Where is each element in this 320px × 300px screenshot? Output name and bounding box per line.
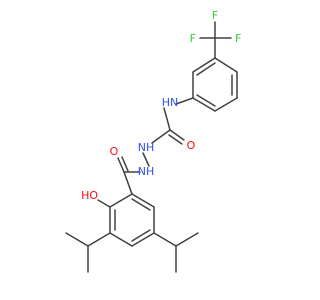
oxygen-atom-label: O bbox=[187, 139, 196, 152]
bond bbox=[109, 193, 133, 208]
hydroxyl-atom-label: HO bbox=[81, 189, 98, 202]
bond bbox=[131, 193, 155, 208]
bond bbox=[214, 57, 238, 73]
bond bbox=[169, 129, 185, 141]
fluorine-atom-label-1: F bbox=[212, 9, 218, 22]
bond bbox=[196, 94, 216, 107]
oxygen-atom-label: O bbox=[110, 145, 119, 158]
bond bbox=[153, 232, 177, 247]
bond bbox=[192, 57, 216, 73]
nitrogen-atom-label: HN bbox=[162, 96, 179, 109]
bond bbox=[87, 232, 111, 247]
bond bbox=[109, 232, 133, 247]
bonds bbox=[65, 21, 238, 273]
bond bbox=[151, 129, 171, 144]
bond bbox=[214, 97, 238, 112]
bond bbox=[142, 152, 150, 167]
nitrogen-atom-label: NH bbox=[138, 165, 155, 178]
nitrogen-atom-label: NH bbox=[138, 141, 155, 154]
bond bbox=[192, 97, 216, 112]
bond bbox=[175, 97, 194, 105]
bond bbox=[131, 232, 155, 247]
atom-labels: F F F HN O NH NH O HO bbox=[81, 9, 241, 202]
fluorine-atom-label-2: F bbox=[190, 32, 196, 45]
bond bbox=[65, 232, 89, 247]
bond bbox=[175, 232, 199, 247]
bond bbox=[163, 107, 171, 131]
bond bbox=[196, 62, 216, 76]
bond bbox=[117, 157, 125, 173]
bond bbox=[168, 134, 183, 145]
bond bbox=[97, 199, 111, 208]
molecule-diagram: F F F HN O NH NH O HO bbox=[65, 9, 241, 273]
bond bbox=[131, 198, 151, 211]
bond bbox=[121, 156, 129, 172]
bond bbox=[131, 229, 151, 242]
bond bbox=[123, 171, 133, 195]
fluorine-atom-label-3: F bbox=[235, 32, 241, 45]
